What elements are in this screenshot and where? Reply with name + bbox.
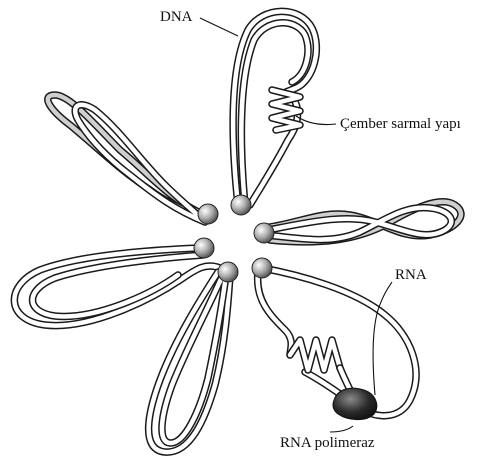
bottom-right-loop — [258, 268, 416, 416]
polymerase-leader-line — [330, 426, 353, 432]
bottom-left-loop — [149, 272, 230, 452]
top-loop — [233, 11, 316, 205]
rna-polymerase-blob — [333, 388, 377, 420]
upper-left-twisted-loop — [48, 95, 205, 222]
rna-strand — [373, 282, 392, 395]
solenoid-coil — [272, 90, 300, 130]
bead-2 — [231, 195, 251, 215]
bead-1 — [198, 204, 218, 224]
bead-5 — [218, 262, 238, 282]
transcription-coil — [290, 340, 340, 370]
bead-6 — [252, 258, 272, 278]
dna-label: DNA — [160, 9, 193, 25]
rna-label: RNA — [395, 267, 427, 283]
rna-polymerase-label: RNA polimeraz — [280, 435, 375, 451]
bead-4 — [194, 238, 214, 258]
bead-3 — [254, 223, 274, 243]
dna-leader-line — [200, 18, 238, 36]
right-twisted-loop — [262, 202, 461, 242]
solenoid-label: Çember sarmal yapı — [340, 116, 461, 132]
